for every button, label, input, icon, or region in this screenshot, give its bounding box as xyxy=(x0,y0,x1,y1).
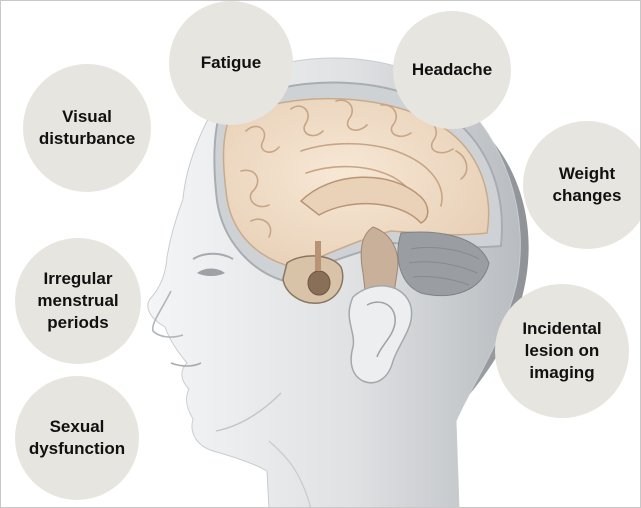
symptom-incidental-lesion: Incidental lesion on imaging xyxy=(495,284,629,418)
pituitary-stalk xyxy=(315,241,321,271)
symptom-headache: Headache xyxy=(393,11,511,129)
symptom-label-irregular: Irregular menstrual periods xyxy=(37,268,118,334)
symptom-fatigue: Fatigue xyxy=(169,1,293,125)
pituitary-gland xyxy=(308,271,330,295)
symptom-label-sexual: Sexual dysfunction xyxy=(29,416,125,460)
symptom-label-incidental: Incidental lesion on imaging xyxy=(522,318,601,384)
symptom-weight-changes: Weight changes xyxy=(523,121,641,249)
symptom-label-visual: Visual disturbance xyxy=(39,106,135,150)
symptom-label-fatigue: Fatigue xyxy=(201,52,261,74)
symptom-label-weight: Weight changes xyxy=(553,163,622,207)
symptom-visual-disturbance: Visual disturbance xyxy=(23,64,151,192)
symptom-label-headache: Headache xyxy=(412,59,492,81)
symptom-irregular-periods: Irregular menstrual periods xyxy=(15,238,141,364)
symptom-sexual-dysfunction: Sexual dysfunction xyxy=(15,376,139,500)
